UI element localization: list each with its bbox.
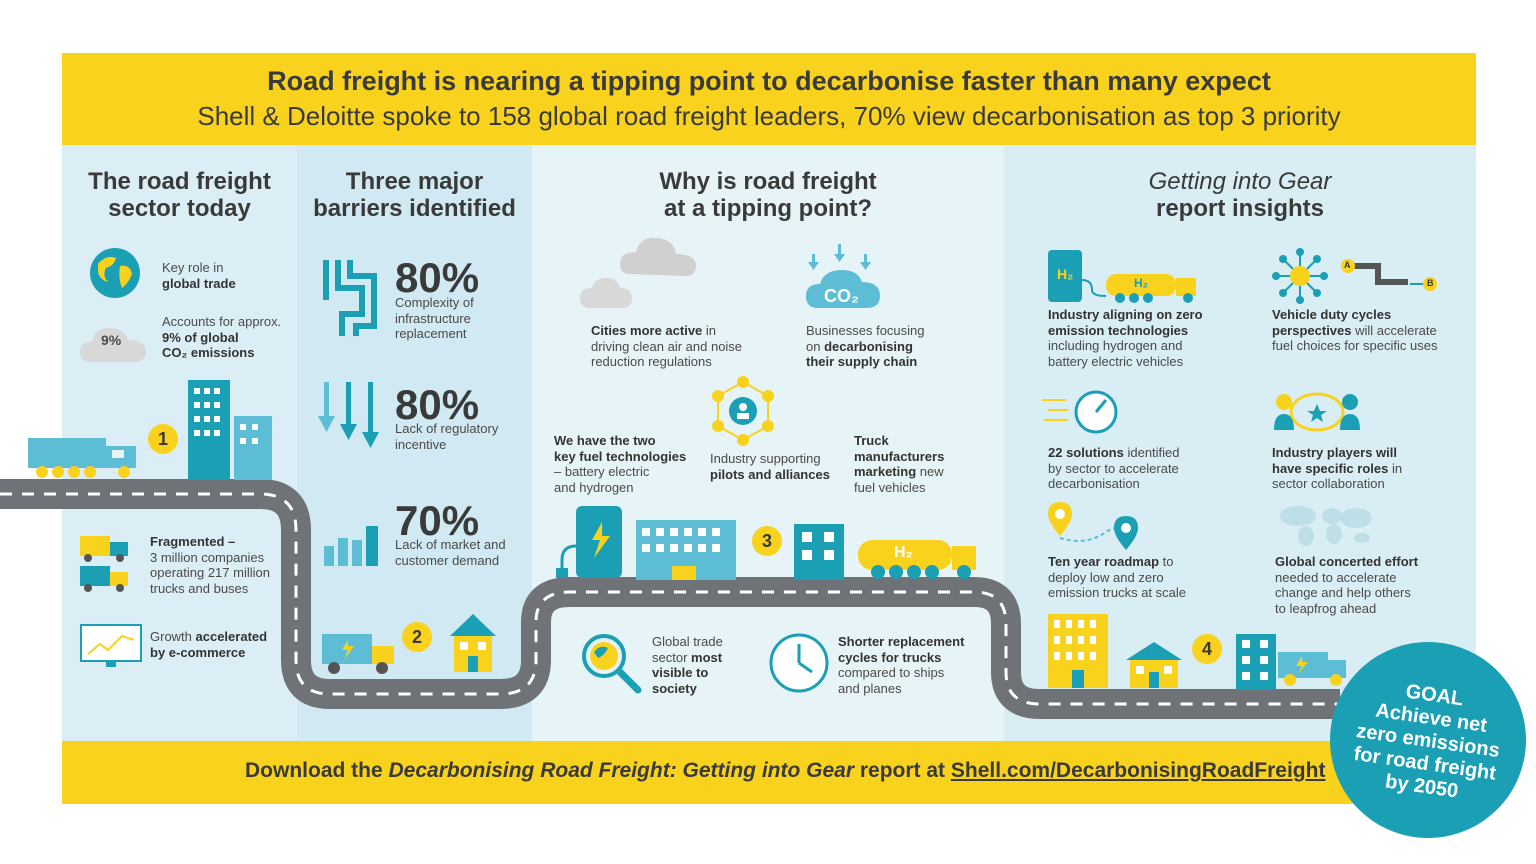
report-link[interactable]: Shell.com/DecarbonisingRoadFreight [950,759,1326,782]
globe-icon [90,248,140,298]
map-pins-icon [1048,502,1138,550]
cloud-icon [80,328,146,362]
barrier-2-percentage: 80% [395,381,480,428]
subtitle: Shell & Deloitte spoke to 158 global roa… [197,101,1341,131]
truck-icon [28,438,136,478]
column-tipping-point [532,145,1004,741]
chart-monitor-icon [80,624,142,667]
cloud-percentage: 9% [101,332,122,348]
hydrogen-tank-icon [1048,250,1196,303]
infrastructure-icon [323,260,377,336]
route-b-label: B [1427,278,1434,288]
marker-3: 3 [752,526,782,556]
apartment-icon [1236,634,1276,690]
tower-icon [1048,614,1108,688]
electric-van-icon [1278,652,1346,686]
small-trucks-icon [80,536,128,592]
players-icon [1274,392,1360,432]
house-icon [450,614,496,672]
co2-label: CO₂ [824,286,859,306]
header-banner: Road freight is nearing a tipping point … [62,53,1476,145]
h2-tank-label: H₂ [1057,266,1074,282]
marker-2: 2 [402,622,432,652]
h2-small-truck-label: H₂ [1134,276,1148,290]
barrier-3-percentage: 70% [395,497,480,544]
hydrogen-truck-icon [858,540,976,579]
route-a-label: A [1344,260,1351,270]
h2-truck-label: H₂ [894,544,913,561]
charger-icon [556,506,622,578]
building-icon [188,380,272,480]
down-arrows-icon [318,382,379,448]
route-icon [1341,259,1437,291]
world-map-icon [1280,506,1372,546]
magnifier-globe-icon [582,634,642,694]
office-building-icon [794,524,844,580]
goal-text: GOAL Achieve net zero emissions for road… [1352,680,1502,803]
barrier-1-percentage: 80% [395,254,480,301]
footer-text: Download the Decarbonising Road Freight:… [245,759,1326,782]
bar-chart-icon [324,526,378,566]
main-title: Road freight is nearing a tipping point … [267,66,1271,96]
speedometer-icon [1042,390,1118,434]
clock-icon [769,633,829,693]
network-icon [712,376,774,446]
clouds-icon [580,237,696,308]
marker-1: 1 [148,424,178,454]
report-title: Decarbonising Road Freight: Getting into… [388,759,855,782]
marker-4: 4 [1192,634,1222,664]
goal-badge: GOAL Achieve net zero emissions for road… [1330,642,1526,838]
footer-banner: Download the Decarbonising Road Freight:… [62,741,1476,804]
molecule-icon [1272,248,1328,304]
house-2-icon [1126,642,1182,688]
electric-truck-icon [322,634,394,674]
warehouse-icon [636,520,736,580]
co2-cloud-icon [806,244,880,308]
